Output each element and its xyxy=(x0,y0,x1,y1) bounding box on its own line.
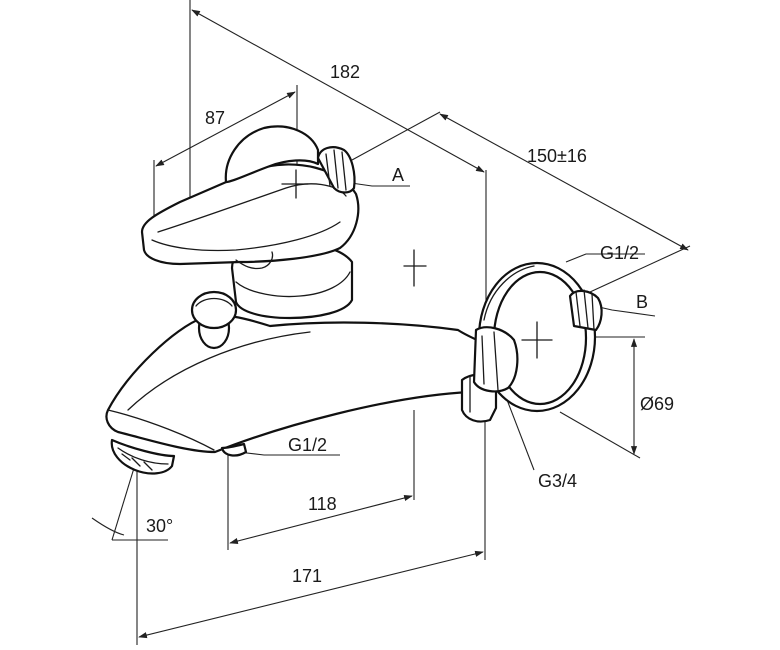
label-spout-projection: 171 xyxy=(292,566,322,586)
label-rosette-diameter: Ø69 xyxy=(640,394,674,414)
label-lever-length: 87 xyxy=(205,108,225,128)
label-outlet-distance: 118 xyxy=(308,494,337,514)
labels: 182 87 150±16 A G1/2 B Ø69 G3/4 G1/2 118… xyxy=(146,62,674,586)
label-thread-b: G1/2 xyxy=(600,243,639,263)
faucet-body xyxy=(105,125,504,475)
label-spout-angle: 30° xyxy=(146,516,173,536)
label-overall-depth: 182 xyxy=(330,62,360,82)
wall-rosette xyxy=(472,261,603,413)
inlet-a-connector xyxy=(316,146,356,194)
lever-handle xyxy=(140,125,360,270)
label-inlet-b: B xyxy=(636,292,648,312)
label-inlet-a: A xyxy=(392,165,404,185)
diverter-knob xyxy=(190,290,238,350)
label-rosette-thread: G3/4 xyxy=(538,471,577,491)
label-outlet-thread: G1/2 xyxy=(288,435,327,455)
label-center-distance: 150±16 xyxy=(527,146,587,166)
dimension-118 xyxy=(227,410,415,550)
dimension-150 xyxy=(351,111,691,293)
dimension-angle-30 xyxy=(91,467,168,541)
